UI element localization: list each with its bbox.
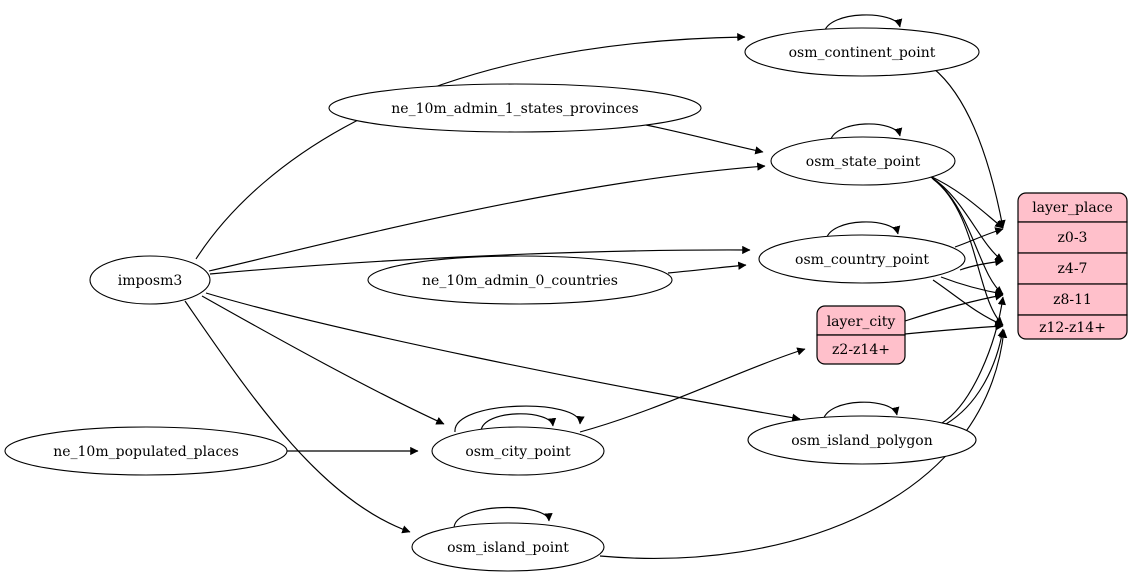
nodes-layer: imposm3 ne_10m_admin_1_states_provinces … [4,27,1128,572]
edge-osm_city_point-to-layer_city-z2-z14 [579,347,806,433]
layer_city-row-z2-z14-label: z2-z14+ [832,342,890,358]
edge-osm_continent_point-to-layer_place-z0-3 [932,67,1006,229]
edge-osm_state_point-to-layer_place-z12-z14 [932,178,1004,326]
edge-imposm3-to-osm_state_point [208,162,766,272]
node-label-osm_continent_point: osm_continent_point [789,45,936,61]
layer_place-row-z0-3-label: z0-3 [1058,230,1088,246]
edge-osm_country_point-to-layer_place-z4-7 [959,257,1004,271]
edge-osm_state_point-to-layer_place-z0-3 [929,175,1004,229]
layer_place-row-z12-z14-label: z12-z14+ [1039,320,1106,336]
edge-imposm3-to-osm_island_point [184,300,411,534]
node-label-imposm3: imposm3 [118,273,183,289]
record-node-layer_city[interactable]: layer_city z2-z14+ [816,305,906,365]
edge-osm_city_point-self-loop-inner [480,413,557,432]
node-osm_continent_point[interactable]: osm_continent_point [744,27,980,77]
node-osm_island_point[interactable]: osm_island_point [411,522,605,572]
node-osm_island_polygon[interactable]: osm_island_polygon [747,415,977,465]
edge-osm_island_polygon-to-layer_place-z8-11 [941,296,1006,424]
edge-osm_state_point-self-loop [829,123,903,143]
node-label-osm_country_point: osm_country_point [795,252,929,268]
edge-layer_city-to-layer_place-z8-11 [904,292,1004,322]
node-label-ne_10m_admin_0_countries: ne_10m_admin_0_countries [422,273,618,289]
node-label-osm_island_point: osm_island_point [447,540,569,556]
node-osm_city_point[interactable]: osm_city_point [431,426,605,476]
node-imposm3[interactable]: imposm3 [89,255,211,305]
edge-osm_island_polygon-self-loop [822,401,900,422]
layer_place-header-cell [1017,192,1128,223]
record-node-layer_place[interactable]: layer_place z0-3 z4-7 z8-11 z12-z14+ [1017,192,1128,340]
layer_place-header-label: layer_place [1032,200,1113,216]
edge-osm_state_point-to-layer_place-z8-11 [931,177,1004,295]
layer_city-header-label: layer_city [827,314,896,330]
node-label-osm_state_point: osm_state_point [806,154,921,170]
layer_place-row-z8-11-cell[interactable] [1017,283,1128,316]
edge-layer_city-to-layer_place-z12-z14 [904,322,1004,335]
node-osm_country_point[interactable]: osm_country_point [758,234,966,284]
node-label-osm_island_polygon: osm_island_polygon [791,433,933,449]
edge-osm_country_point-to-layer_place-z0-3 [954,227,1004,248]
edge-ne_countries-to-osm_country_point [667,261,747,274]
node-label-osm_city_point: osm_city_point [465,444,571,460]
layer_place-row-z0-3-cell[interactable] [1017,221,1128,254]
edge-osm_state_point-to-layer_place-z4-7 [930,176,1004,262]
edge-ne_states-to-osm_state_point [645,124,764,155]
edge-osm_island_point-self-loop [453,507,553,529]
layer_city-header-cell [816,305,906,336]
layer_place-row-z4-7-cell[interactable] [1017,252,1128,285]
edge-osm_continent_point-self-loop [823,14,903,34]
edge-imposm3-to-osm_city_point [201,295,445,425]
edge-osm_island_point-to-layer_place-z12-z14 [599,329,1008,559]
node-ne_10m_admin_0_countries[interactable]: ne_10m_admin_0_countries [367,255,673,305]
layer_place-row-z8-11-label: z8-11 [1053,292,1092,308]
node-label-ne_10m_admin_1_states_provinces: ne_10m_admin_1_states_provinces [391,101,638,117]
edge-osm_country_point-to-layer_place-z8-11 [940,276,1004,297]
node-osm_state_point[interactable]: osm_state_point [770,136,956,186]
node-label-ne_10m_populated_places: ne_10m_populated_places [53,444,239,460]
layer_city-row-z2-z14-cell[interactable] [816,334,906,365]
edges-layer [184,14,1008,559]
edge-osm_country_point-to-layer_place-z12-z14 [932,279,1004,326]
edge-osm_country_point-self-loop [825,221,901,241]
edge-imposm3-to-osm_island_polygon [205,292,801,422]
layer_place-row-z12-z14-cell[interactable] [1017,314,1128,340]
edge-imposm3-to-osm_continent_point [195,32,746,260]
layer_place-row-z4-7-label: z4-7 [1058,261,1088,277]
edge-osm_island_polygon-to-layer_place-z12-z14 [945,328,1006,425]
edge-osm_city_point-self-loop-outer [454,405,585,433]
edge-imposm3-to-osm_country_point [209,245,751,275]
node-ne_10m_admin_1_states_provinces[interactable]: ne_10m_admin_1_states_provinces [328,83,702,133]
node-ne_10m_populated_places[interactable]: ne_10m_populated_places [4,426,288,476]
